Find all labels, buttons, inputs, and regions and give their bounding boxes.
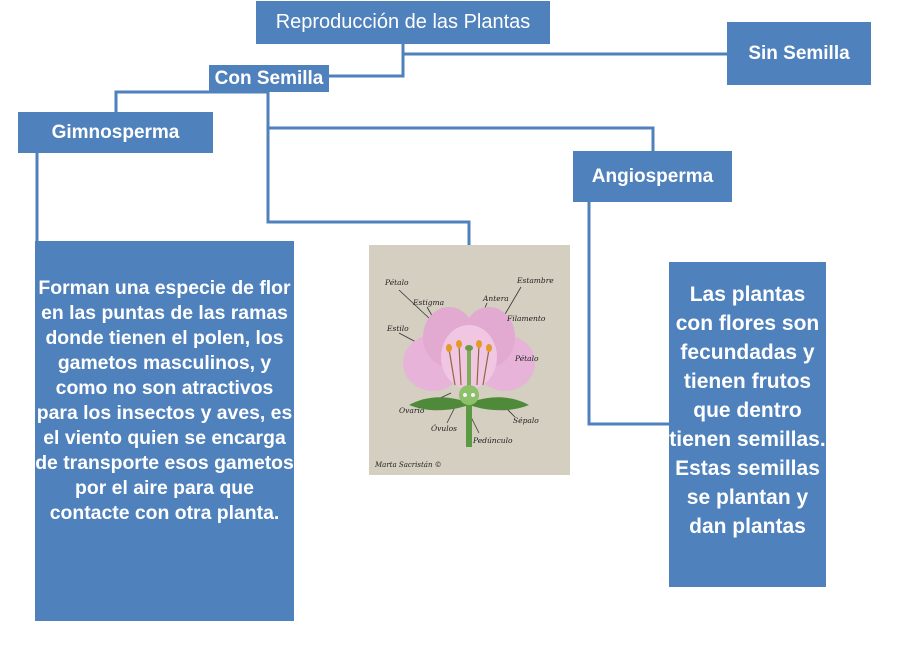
con-semilla-label: Con Semilla (214, 67, 324, 89)
stamen (482, 348, 490, 386)
anther (476, 340, 482, 348)
gimnosperma-description: Forman una especie de flor en las puntas… (35, 277, 294, 524)
connector-root-con-semilla (329, 44, 405, 78)
connector-con-angiosperma (266, 92, 655, 151)
style (467, 349, 471, 389)
label-petalo-top: Pétalo (384, 278, 409, 287)
anther (456, 340, 462, 348)
gimnosperma-description-box: Forman una especie de flor en las puntas… (35, 241, 294, 621)
label-ovario: Ovario (399, 406, 425, 415)
ovule (463, 393, 467, 397)
label-estambre: Estambre (516, 276, 554, 285)
stem (466, 405, 472, 447)
angiosperma-label: Angiosperma (591, 165, 714, 187)
stamen (448, 348, 456, 386)
connector-angiosperma-desc (587, 202, 669, 426)
anther (486, 344, 492, 352)
angiosperma-description-box: Las plantas con flores son fecundadas y … (669, 262, 826, 587)
connector-con-flower (266, 128, 471, 245)
sin-semilla-node: Sin Semilla (727, 22, 871, 85)
label-ovulos: Óvulos (431, 424, 457, 433)
label-antera: Antera (482, 294, 509, 303)
angiosperma-node: Angiosperma (573, 151, 732, 202)
image-signature: Marta Sacristán © (374, 461, 442, 469)
ovule (471, 393, 475, 397)
con-semilla-node: Con Semilla (209, 65, 329, 92)
stamen (458, 344, 462, 386)
flower-illustration: Pétalo Estigma Estilo Antera Estambre Fi… (369, 245, 570, 475)
angiosperma-description: Las plantas con flores son fecundadas y … (669, 283, 826, 538)
label-estigma: Estigma (412, 298, 444, 307)
label-filamento: Filamento (506, 314, 546, 323)
sin-semilla-label: Sin Semilla (748, 42, 850, 64)
root-node-label: Reproducción de las Plantas (275, 11, 531, 33)
label-petalo-right: Pétalo (514, 354, 539, 363)
sepal-right (469, 397, 529, 411)
gimnosperma-label: Gimnosperma (51, 121, 180, 143)
stamen (476, 344, 480, 386)
anther (446, 344, 452, 352)
stigma (465, 345, 473, 351)
label-estilo: Estilo (386, 324, 409, 333)
root-node: Reproducción de las Plantas (256, 1, 550, 44)
label-sepalo: Sépalo (513, 416, 539, 425)
connector-con-gimnosperma (114, 90, 268, 112)
sepal-left (409, 397, 469, 411)
label-pedunculo: Pedúnculo (472, 436, 513, 445)
pointer-line (398, 289, 432, 321)
gimnosperma-node: Gimnosperma (18, 112, 213, 153)
ovary (459, 385, 479, 405)
